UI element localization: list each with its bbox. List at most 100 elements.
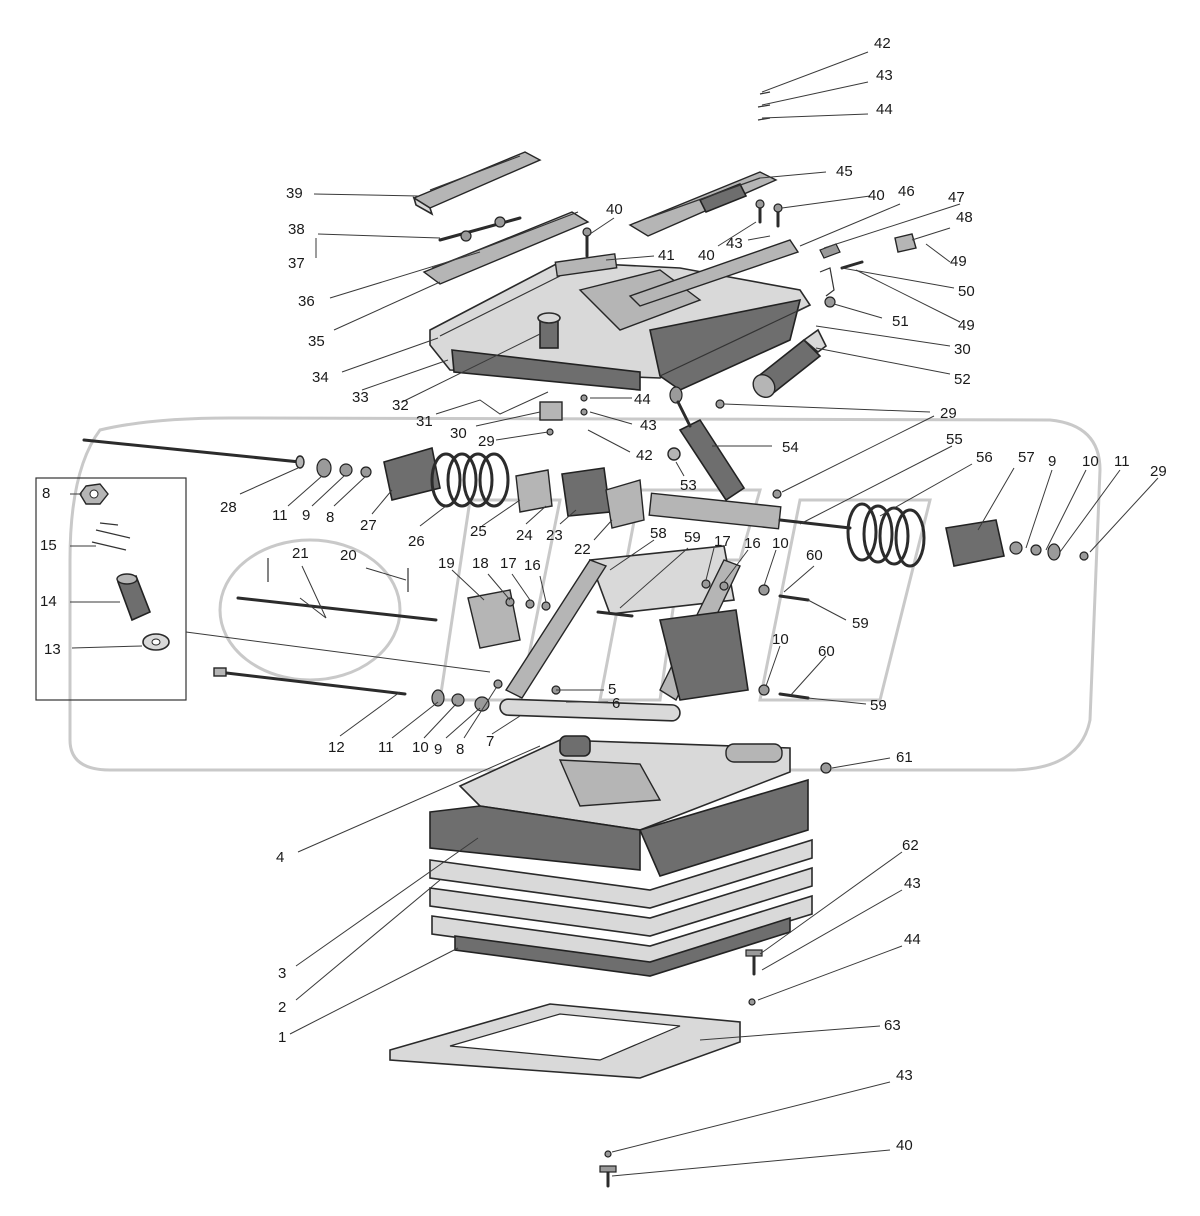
label-21: 21 (292, 545, 309, 562)
top-fasteners (757, 91, 771, 121)
label-5: 5 (608, 681, 616, 698)
shock-absorber-54 (667, 386, 746, 502)
label-30-a: 30 (954, 341, 971, 358)
label-12: 12 (328, 739, 345, 756)
label-9-upper: 9 (302, 507, 310, 524)
label-43-base: 43 (904, 875, 921, 892)
adjust-knob-32 (537, 312, 561, 349)
scissor-mechanism (467, 545, 810, 722)
label-43-mid: 43 (726, 235, 743, 252)
mid-fasteners (539, 394, 1089, 561)
label-63: 63 (884, 1017, 901, 1034)
part-38-rod (438, 216, 522, 242)
label-40-b: 40 (868, 187, 885, 204)
label-16-b: 16 (524, 557, 541, 574)
label-27: 27 (360, 517, 377, 534)
part-15-pin (91, 522, 131, 551)
label-6: 6 (612, 695, 620, 712)
label-61: 61 (896, 749, 913, 766)
rail-45 (628, 171, 778, 237)
label-11-upper: 11 (272, 507, 288, 524)
seat-frame-upper (429, 227, 812, 391)
bolt-62 (745, 949, 763, 1006)
label-35: 35 (308, 333, 325, 350)
fasteners-lower-left (431, 679, 503, 712)
rod-12 (213, 667, 407, 696)
label-34: 34 (312, 369, 329, 386)
seat-base (429, 735, 832, 977)
label-56: 56 (976, 449, 993, 466)
label-44-mid: 44 (634, 391, 651, 408)
watermark (68, 416, 1102, 772)
label-13: 13 (44, 641, 61, 658)
label-29-b: 29 (478, 433, 495, 450)
label-59-b: 59 (852, 615, 869, 632)
label-30-b: 30 (450, 425, 467, 442)
label-25: 25 (470, 523, 487, 540)
label-31: 31 (416, 413, 433, 430)
label-14: 14 (40, 593, 57, 610)
label-40-a: 40 (606, 201, 623, 218)
label-9-lower: 9 (434, 741, 442, 758)
label-10-lower: 10 (412, 739, 429, 756)
label-41: 41 (658, 247, 675, 264)
label-15: 15 (40, 537, 57, 554)
label-60-b: 60 (818, 643, 835, 660)
label-60-a: 60 (806, 547, 823, 564)
label-10-mid: 10 (772, 631, 789, 648)
label-17-b: 17 (500, 555, 517, 572)
part-labels: 42 43 44 45 39 40 40 46 47 48 38 37 41 4… (40, 35, 1167, 1154)
label-11-right: 11 (1114, 453, 1130, 470)
label-54: 54 (782, 439, 799, 456)
label-24: 24 (516, 527, 533, 544)
label-20: 20 (340, 547, 357, 564)
label-17-a: 17 (714, 533, 731, 550)
label-3: 3 (278, 965, 286, 982)
label-7: 7 (486, 733, 494, 750)
label-42-mid: 42 (636, 447, 653, 464)
label-43-lower: 43 (640, 417, 657, 434)
leader-lines (70, 51, 1159, 1177)
inset-box (35, 477, 187, 701)
rod-28 (82, 438, 305, 469)
label-32: 32 (392, 397, 409, 414)
washer-13 (142, 633, 170, 651)
label-11-lower: 11 (378, 739, 394, 756)
label-19: 19 (438, 555, 455, 572)
rod-21 (236, 596, 438, 622)
label-47: 47 (948, 189, 965, 206)
label-9-right: 9 (1048, 453, 1056, 470)
label-49-b: 49 (958, 317, 975, 334)
label-10-upper: 10 (772, 535, 789, 552)
label-10-right: 10 (1082, 453, 1099, 470)
label-29-a: 29 (940, 405, 957, 422)
label-8-upper: 8 (326, 509, 334, 526)
rail-39 (412, 151, 542, 216)
bushing-14 (116, 573, 152, 622)
label-53: 53 (680, 477, 697, 494)
label-55: 55 (946, 431, 963, 448)
label-45: 45 (836, 163, 853, 180)
label-26: 26 (408, 533, 425, 550)
rail-36 (422, 211, 590, 285)
label-16-a: 16 (744, 535, 761, 552)
label-38: 38 (288, 221, 305, 238)
pins-20 (267, 558, 409, 592)
label-57: 57 (1018, 449, 1035, 466)
label-44-base: 44 (904, 931, 921, 948)
label-28: 28 (220, 499, 237, 516)
label-52: 52 (954, 371, 971, 388)
label-48: 48 (956, 209, 973, 226)
cylinder-52 (752, 328, 828, 398)
label-49-a: 49 (950, 253, 967, 270)
label-59-c: 59 (870, 697, 887, 714)
label-58: 58 (650, 525, 667, 542)
latch-parts-46-51 (819, 233, 917, 308)
label-23: 23 (546, 527, 563, 544)
label-51: 51 (892, 313, 909, 330)
label-18: 18 (472, 555, 489, 572)
label-33: 33 (352, 389, 369, 406)
label-8-inset: 8 (42, 485, 50, 502)
bottom-bolts (599, 1150, 617, 1188)
